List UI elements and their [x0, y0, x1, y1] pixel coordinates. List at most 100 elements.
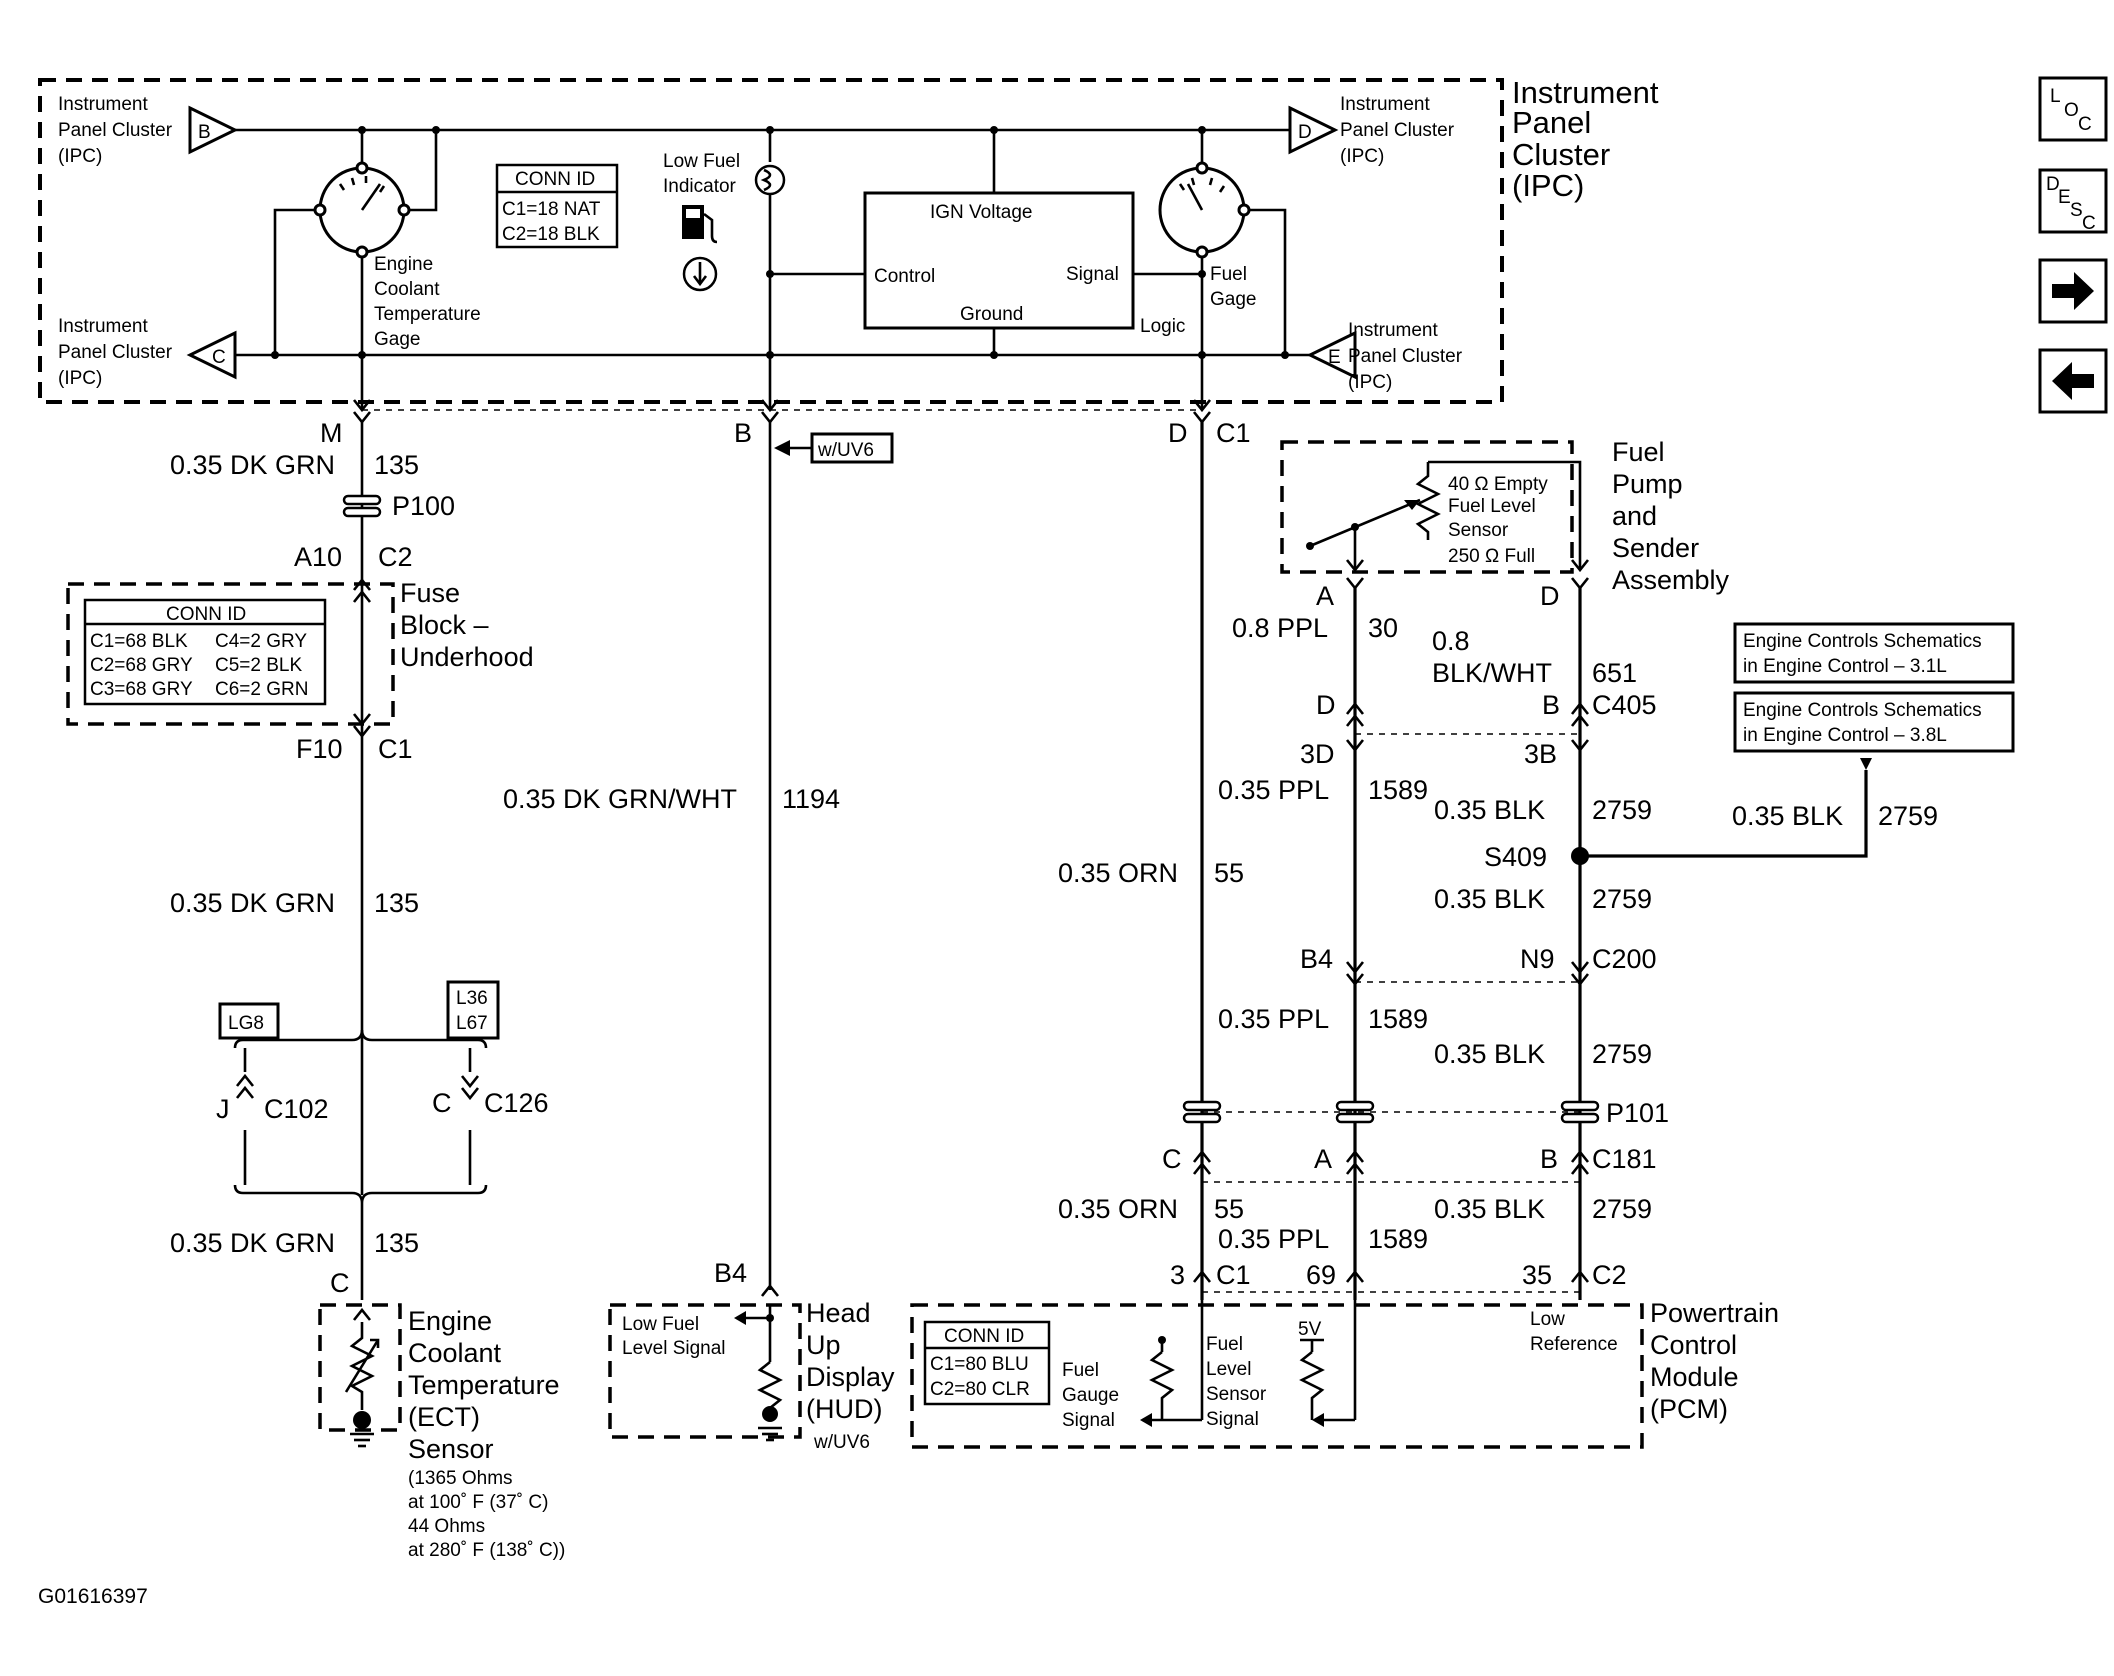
next-page-button[interactable]	[2038, 258, 2108, 324]
pin-3: 3	[1170, 1260, 1185, 1290]
thermistor-icon	[344, 1322, 380, 1410]
connector-c1: C1	[1216, 1260, 1251, 1290]
ect-spec: (1365 Ohms	[408, 1468, 513, 1489]
splice-s409-icon	[1571, 847, 1589, 865]
connector-c1: C1	[378, 734, 413, 764]
option-pointer-icon	[774, 440, 790, 456]
connector-chevron-icon	[352, 589, 372, 603]
option-uv6-box	[810, 432, 894, 464]
hud-signal-label: Low Fuel	[622, 1314, 699, 1335]
ipc-c-label: Instrument	[58, 316, 148, 337]
conn-id-row: C1=80 BLU	[930, 1354, 1029, 1375]
conn-id-title: CONN ID	[944, 1326, 1024, 1347]
sensor-spec: 250 Ω Full	[1448, 546, 1535, 567]
wire-color: 0.35 BLK	[1434, 1194, 1545, 1224]
fuel-pump-label: Pump	[1612, 469, 1683, 499]
pin-b4: B4	[714, 1258, 747, 1288]
pcm-title: Module	[1650, 1362, 1739, 1392]
conn-id-row: C2=18 BLK	[502, 224, 600, 245]
left-branch: M 0.35 DK GRN 135 P100 A10 C2 Fuse Block…	[66, 418, 565, 1561]
circuit-number: 1589	[1368, 1004, 1428, 1034]
pin-b: B	[1540, 1144, 1558, 1174]
connector-chevron-icon	[1192, 1149, 1212, 1163]
sensor-spec: Sensor	[1448, 520, 1509, 541]
ect-sensor-label: (ECT)	[408, 1402, 480, 1432]
loc-letter: C	[2078, 114, 2092, 135]
ect-gage-icon	[313, 161, 411, 259]
connector-chevron-icon	[1570, 1149, 1590, 1163]
low-reference-label: Reference	[1530, 1334, 1618, 1355]
connector-chevron-icon	[235, 1085, 255, 1099]
hud-label: Display	[806, 1362, 895, 1392]
connector-c102: C102	[264, 1094, 329, 1124]
option-label: L67	[456, 1013, 488, 1034]
connector-chevron-icon	[1570, 973, 1590, 987]
conn-id-row: C6=2 GRN	[215, 679, 308, 700]
fuel-pump-label: Sender	[1612, 533, 1699, 563]
connector-chevron-icon	[352, 713, 372, 727]
ipc-conn-id-table: CONN ID C1=18 NAT C2=18 BLK	[495, 163, 619, 249]
splice-p100-icon	[342, 494, 382, 518]
pin-c: C	[1162, 1144, 1182, 1174]
splice-label: P101	[1606, 1098, 1669, 1128]
connector-chevron-icon	[460, 1075, 480, 1089]
pin-a: A	[1316, 581, 1334, 611]
link-text: Engine Controls Schematics	[1743, 700, 1982, 721]
ipc-b-label: Instrument	[58, 94, 148, 115]
wire-color: 0.35 BLK	[1732, 801, 1843, 831]
wire-color: 0.35 BLK	[1434, 884, 1545, 914]
connector-chevron-icon	[760, 1283, 780, 1297]
prev-page-button[interactable]	[2038, 348, 2108, 414]
desc-letter: C	[2082, 213, 2096, 234]
loc-letter: L	[2050, 86, 2061, 107]
link-text: in Engine Control – 3.1L	[1743, 656, 1947, 677]
loc-letter: O	[2064, 100, 2079, 121]
loc-button[interactable]: L O C	[2038, 76, 2108, 142]
connector-chevron-icon	[1345, 961, 1365, 975]
engine-controls-31-link[interactable]	[1733, 622, 2015, 684]
circuit-number: 30	[1368, 613, 1398, 643]
ipc-pin-d: D	[1298, 122, 1312, 143]
fuel-pump-icon	[682, 205, 718, 244]
connector-chevron-icon	[1345, 701, 1365, 715]
connector-c126: C126	[484, 1088, 549, 1118]
5v-label: 5V	[1298, 1319, 1322, 1340]
ipc-title: Instrument	[1512, 75, 1659, 110]
connector-chevron-icon	[1345, 713, 1365, 727]
conn-id-title: CONN ID	[515, 169, 595, 190]
hud-label: (HUD)	[806, 1394, 882, 1424]
connector-chevron-icon	[1345, 1161, 1365, 1175]
fuel-gauge-signal-label: Fuel	[1062, 1360, 1099, 1381]
ipc-b-arrow-icon	[188, 105, 239, 155]
pcm-outline	[910, 1303, 1644, 1449]
circuit-number: 1589	[1368, 1224, 1428, 1254]
ipc-title: Panel	[1512, 105, 1591, 140]
ect-spec: 44 Ohms	[408, 1516, 485, 1537]
engine-controls-38-link[interactable]	[1733, 691, 2015, 753]
connector-chevron-icon	[1570, 713, 1590, 727]
pcm-conn-id-table: CONN ID C1=80 BLU C2=80 CLR	[923, 1320, 1051, 1406]
ipc-c-label: (IPC)	[58, 368, 102, 389]
wire-color: 0.35 PPL	[1218, 1224, 1329, 1254]
fuse-block-conn-id-table: CONN ID C1=68 BLK C4=2 GRY C2=68 GRY C5=…	[83, 598, 327, 706]
signal-arrow-icon	[1312, 1413, 1324, 1427]
resistor-icon	[757, 1360, 783, 1410]
ipc-dashed-outline	[38, 78, 1504, 404]
fuel-gauge-signal-label: Signal	[1062, 1410, 1115, 1431]
pin-b: B	[734, 418, 752, 448]
pin-35: 35	[1522, 1260, 1552, 1290]
desc-button[interactable]: D E S C	[2038, 168, 2108, 234]
signal-label: Signal	[1066, 264, 1119, 285]
sensor-spec: 40 Ω Empty	[1448, 474, 1548, 495]
pcm-title: Powertrain	[1650, 1298, 1779, 1328]
control-label: Control	[874, 266, 935, 287]
connector-chevron-icon	[352, 1307, 372, 1321]
desc-letter: S	[2070, 200, 2083, 221]
pin-a: A	[1314, 1144, 1332, 1174]
conn-id-row: C1=68 BLK	[90, 631, 188, 652]
ect-gage-label: Coolant	[374, 279, 440, 300]
hud-label: Head	[806, 1298, 871, 1328]
fuse-block-label: Block –	[400, 610, 489, 640]
hud-label: Up	[806, 1330, 841, 1360]
